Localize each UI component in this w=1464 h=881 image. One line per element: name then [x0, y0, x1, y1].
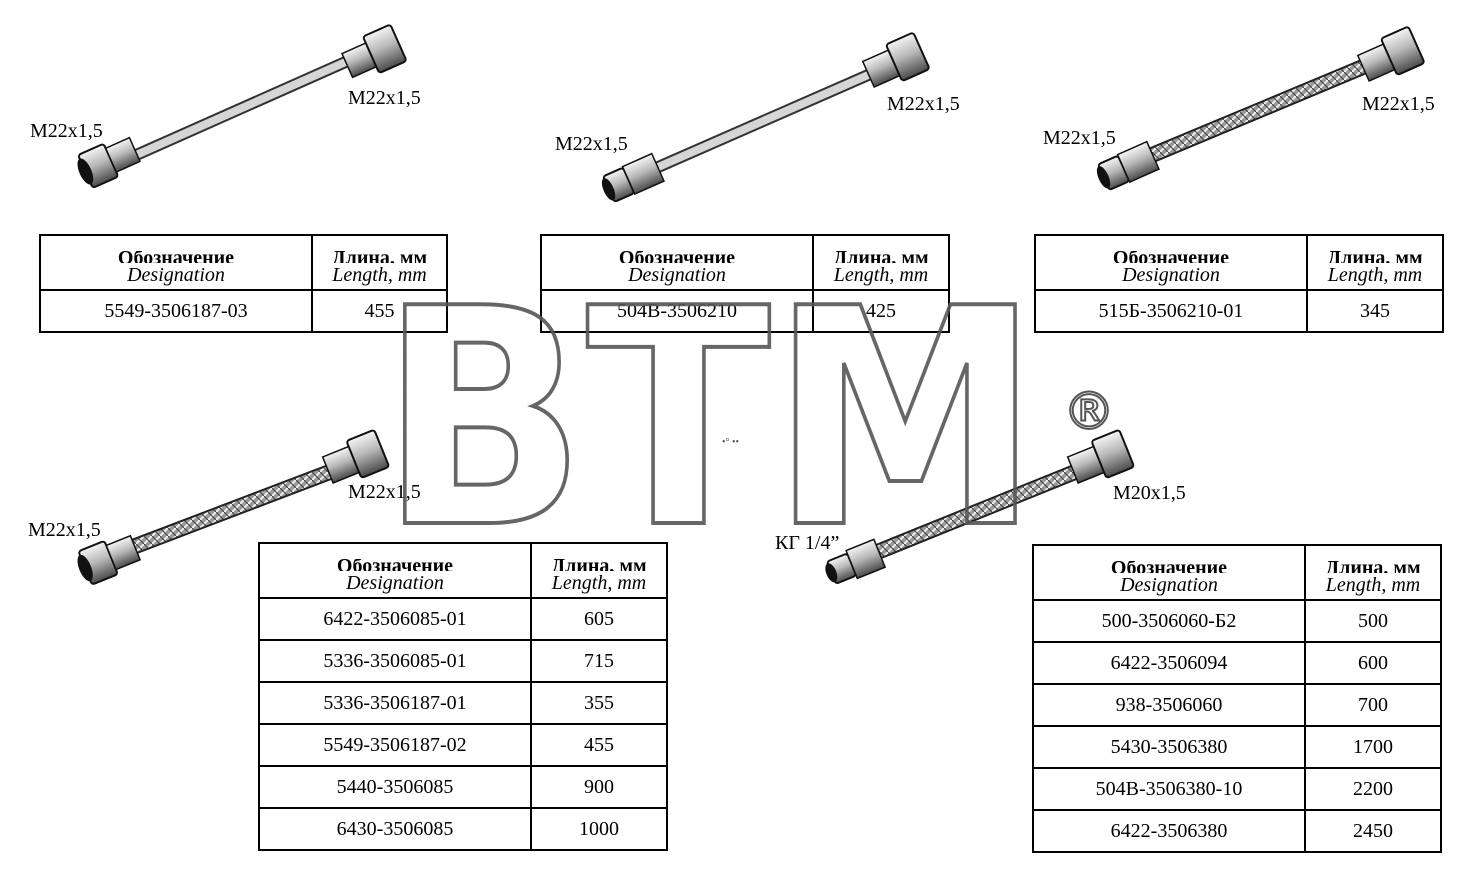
watermark-logo: BTM — [380, 295, 1042, 535]
hose-a — [77, 24, 407, 188]
thread-label: КГ 1/4” — [775, 532, 840, 554]
thread-label: M22x1,5 — [30, 120, 103, 142]
hose-c — [1096, 26, 1425, 191]
thread-label: M22x1,5 — [1043, 127, 1116, 149]
fitting-icon — [1096, 140, 1160, 191]
thread-label: M22x1,5 — [28, 519, 101, 541]
registered-mark: ® — [1062, 382, 1116, 442]
thread-label: M20x1,5 — [1113, 482, 1186, 504]
hose-e — [825, 429, 1135, 584]
thread-label: M22x1,5 — [348, 87, 421, 109]
hex-nut-icon — [77, 136, 141, 188]
thread-label: M22x1,5 — [348, 481, 421, 503]
hex-nut-icon — [1066, 429, 1135, 484]
hex-nut-icon — [861, 32, 930, 89]
decorative-dots: •° •• — [722, 437, 740, 448]
thread-label: M22x1,5 — [1362, 93, 1435, 115]
fitting-icon — [825, 538, 887, 584]
thread-label: M22x1,5 — [887, 93, 960, 115]
fitting-icon — [601, 152, 665, 203]
hex-nut-icon — [1356, 26, 1425, 83]
hex-nut-icon — [321, 429, 390, 484]
svg-text:BTM: BTM — [380, 295, 1040, 535]
hex-nut-icon — [77, 534, 142, 585]
hex-nut-icon — [341, 24, 407, 79]
hose-b — [601, 32, 930, 203]
hose-d — [77, 429, 390, 585]
thread-label: M22x1,5 — [555, 133, 628, 155]
